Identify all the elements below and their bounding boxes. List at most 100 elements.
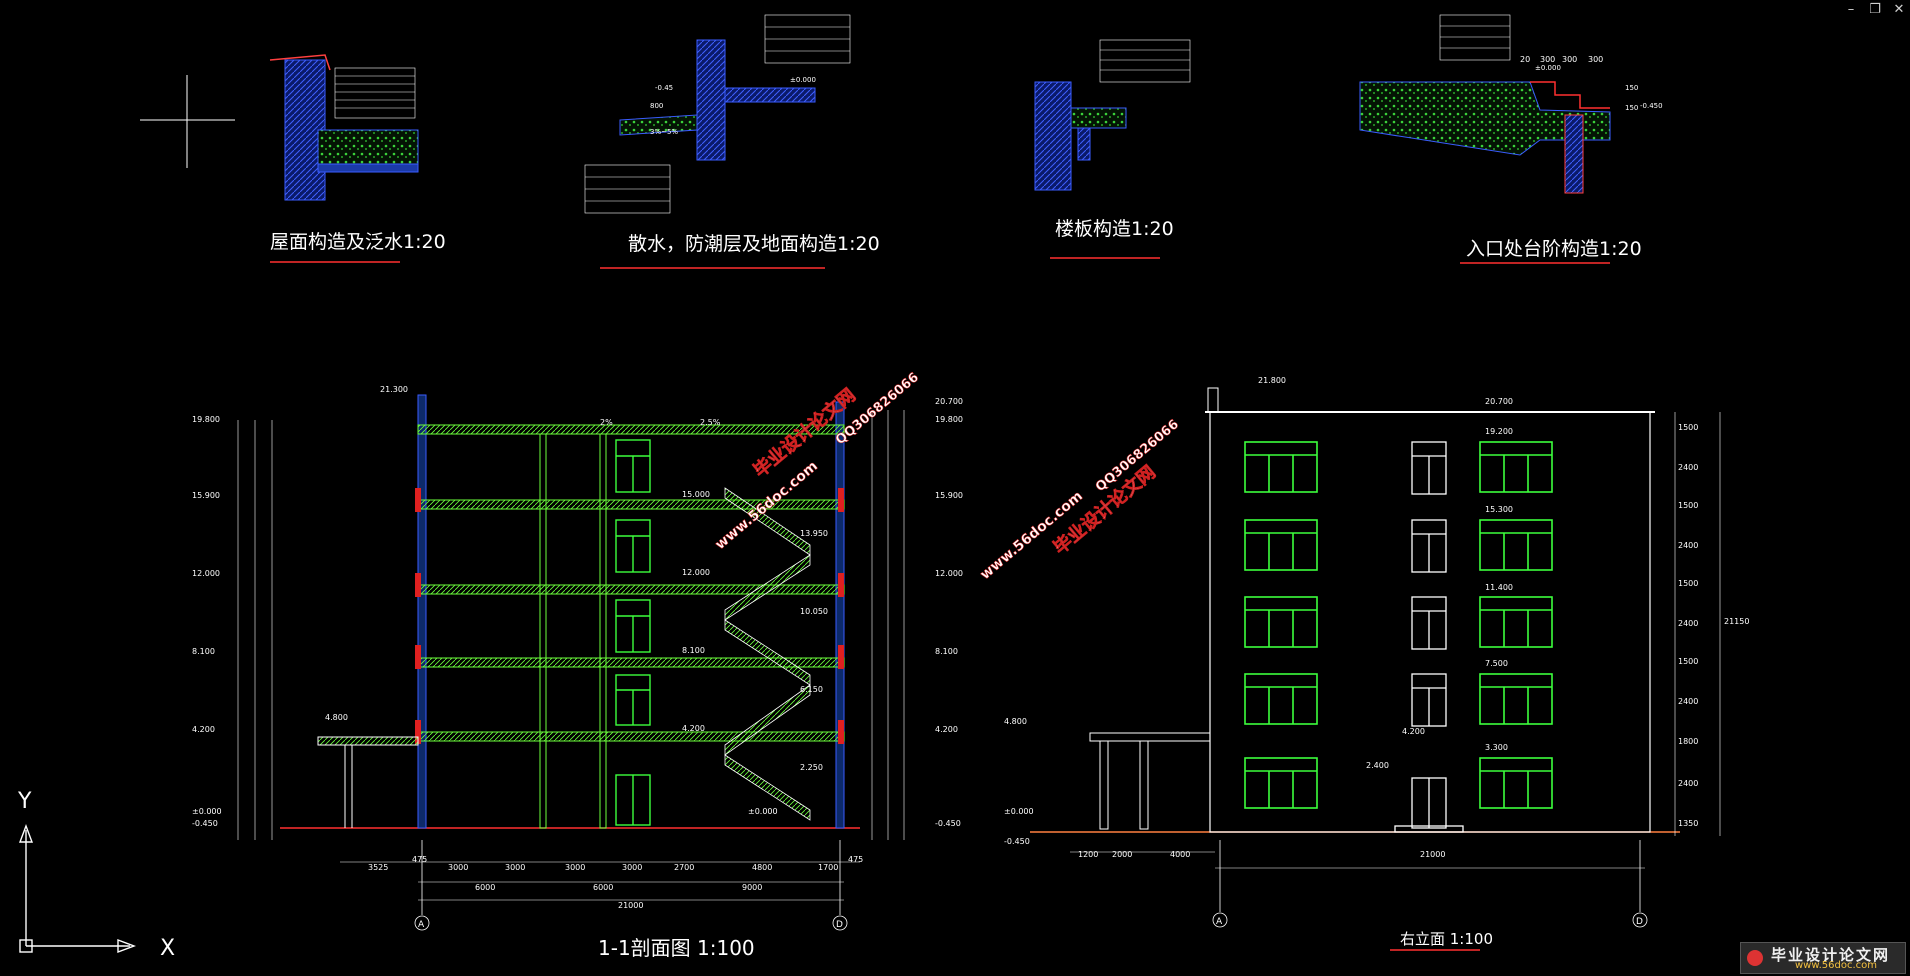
section-canopy	[317, 736, 419, 828]
section-left-level-4: 4.200	[192, 725, 215, 734]
stair-level-8: ±0.000	[748, 807, 778, 816]
elev-win-level-4: 3.300	[1485, 743, 1508, 752]
section-columns	[539, 433, 607, 829]
section-right-level-0: 20.700	[935, 397, 963, 406]
roof-detail: 屋面构造及泛水1:20	[140, 54, 446, 263]
elev-rdim-3: 2400	[1678, 541, 1698, 550]
logo-mark-icon	[1747, 950, 1763, 966]
stair-level-0: 15.000	[682, 490, 710, 499]
stair-level-6: 4.200	[682, 724, 705, 733]
section-wall-left	[417, 401, 427, 829]
elev-win-level-3: 7.500	[1485, 659, 1508, 668]
entrance-dim-150b: 150	[1625, 104, 1638, 112]
apron-surface	[619, 114, 698, 136]
elev-axis-d: D	[1636, 917, 1643, 927]
ucs-x-label: X	[160, 936, 175, 961]
section-canopy-level: 4.800	[325, 713, 348, 722]
section-stairs	[724, 487, 811, 821]
logo-url: www.56doc.com	[1795, 960, 1878, 971]
apron-detail: ±0.000 -0.45 800 3%~5% 散水，防潮层及地面构造1:20	[584, 14, 880, 269]
section-right-level-1: 19.800	[935, 415, 963, 424]
close-button[interactable]: ✕	[1893, 2, 1905, 17]
floor-detail-title: 楼板构造1:20	[1055, 218, 1174, 240]
entrance-level-neg: -0.450	[1640, 102, 1663, 110]
sec-dim1-6: 2700	[674, 863, 694, 872]
roof-detail-title: 屋面构造及泛水1:20	[270, 231, 446, 253]
minimize-button[interactable]: –	[1847, 2, 1855, 17]
entrance-wall	[1564, 114, 1584, 194]
elev-rdim-10: 1350	[1678, 819, 1698, 828]
elev-bdim-1: 2000	[1112, 850, 1132, 859]
apron-detail-title: 散水，防潮层及地面构造1:20	[628, 233, 880, 255]
floor-beam	[1077, 127, 1091, 161]
sec-dim2-2: 9000	[742, 883, 762, 892]
sec-dim1-1: 475	[412, 855, 427, 864]
entrance-dim-300c: 300	[1588, 55, 1603, 64]
entrance-fill	[1359, 81, 1611, 156]
elev-left-level-0: 4.800	[1004, 717, 1027, 726]
section-left-level-5: ±0.000	[192, 807, 222, 816]
sec-dim2-0: 6000	[475, 883, 495, 892]
section-axis-a: A	[418, 920, 425, 930]
section-axes	[414, 840, 848, 931]
elev-building-outline	[1209, 411, 1651, 833]
elev-window-levels: 19.200 15.300 11.400 7.500 3.300 4.200 2…	[1366, 427, 1513, 770]
stair-level-4: 8.100	[682, 646, 705, 655]
section-top-level: 21.300	[380, 385, 408, 394]
entrance-dim-300b: 300	[1562, 55, 1577, 64]
sec-dim1-9: 475	[848, 855, 863, 864]
sec-dim1-7: 4800	[752, 863, 772, 872]
section-right-level-3: 12.000	[935, 569, 963, 578]
sec-dim1-0: 3525	[368, 863, 388, 872]
sec-dim2-1: 6000	[593, 883, 613, 892]
elev-rdim-total: 21150	[1724, 617, 1749, 626]
section-right-level-5: 4.200	[935, 725, 958, 734]
ucs-icon	[18, 824, 136, 954]
elev-top-level: 21.800	[1258, 376, 1286, 385]
site-logo: 毕业设计论文网 www.56doc.com	[1740, 942, 1906, 974]
section-left-level-3: 8.100	[192, 647, 215, 656]
elev-title: 右立面 1:100	[1400, 930, 1493, 948]
apron-width: 800	[650, 102, 663, 110]
elev-bottom-dimlines	[1070, 851, 1645, 869]
stair-level-7: 2.250	[800, 763, 823, 772]
section-bottom-dimlines	[340, 861, 860, 901]
elev-win-level-2: 11.400	[1485, 583, 1513, 592]
elev-door-level-1: 2.400	[1366, 761, 1389, 770]
elev-rdim-1: 2400	[1678, 463, 1698, 472]
stair-level-3: 10.050	[800, 607, 828, 616]
sec-dim1-8: 1700	[818, 863, 838, 872]
elev-axes	[1212, 840, 1648, 928]
entrance-dim-300a: 300	[1540, 55, 1555, 64]
ucs-y-label: Y	[17, 789, 32, 814]
sec-dim1-3: 3000	[505, 863, 525, 872]
elev-rdim-9: 2400	[1678, 779, 1698, 788]
sec-dim-total: 21000	[618, 901, 643, 910]
elev-bottom-dims: 1200 2000 4000 21000	[1078, 850, 1445, 859]
section-left-levels: 19.800 15.900 12.000 8.100 4.200 ±0.000 …	[192, 415, 222, 828]
elev-win-level-1: 15.300	[1485, 505, 1513, 514]
elev-rdim-2: 1500	[1678, 501, 1698, 510]
apron-slab	[724, 87, 816, 103]
apron-level-0: ±0.000	[790, 76, 816, 84]
section-left-level-2: 12.000	[192, 569, 220, 578]
elev-axis-a: A	[1216, 917, 1223, 927]
section-right-levels: 20.700 19.800 15.900 12.000 8.100 4.200 …	[935, 397, 963, 828]
section-bottom-dims-2: 6000 6000 9000 21000	[475, 883, 762, 910]
section-left-level-1: 15.900	[192, 491, 220, 500]
section-wall-right	[835, 401, 845, 829]
elev-rdim-8: 1800	[1678, 737, 1698, 746]
section-bottom-dims-1: 3525 475 3000 3000 3000 3000 2700 4800 1…	[368, 855, 863, 872]
section-right-level-6: -0.450	[935, 819, 961, 828]
entrance-dim-150a: 150	[1625, 84, 1638, 92]
section-left-level-0: 19.800	[192, 415, 220, 424]
elev-bdim-2: 4000	[1170, 850, 1190, 859]
section-right-level-4: 8.100	[935, 647, 958, 656]
elev-left-level-2: -0.450	[1004, 837, 1030, 846]
section-left-dimlines	[237, 420, 273, 840]
section-stair-levels: 15.000 13.950 12.000 10.050 8.100 6.150 …	[682, 490, 828, 816]
roof-insulation-layer	[317, 129, 419, 165]
restore-button[interactable]: ❐	[1869, 2, 1881, 17]
logo-text: 毕业设计论文网	[1771, 946, 1891, 964]
